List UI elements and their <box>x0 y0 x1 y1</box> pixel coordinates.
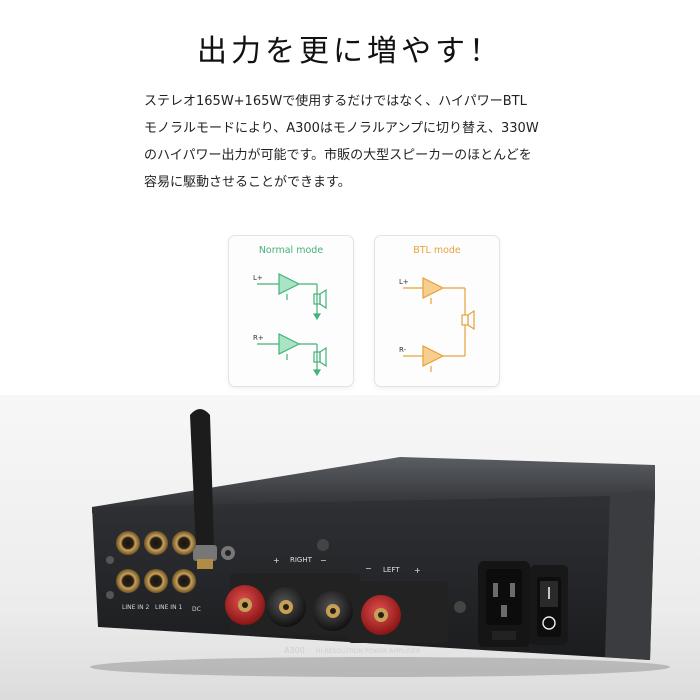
ground-icon <box>312 369 322 377</box>
amplifier-icon <box>278 273 301 295</box>
description-line: ステレオ165W+165Wで使用するだけではなく、ハイパワーBTL <box>144 94 527 109</box>
model-subtitle: HI-RESOLUTION POWER AMPLIFIER <box>316 648 420 655</box>
left-label: LEFT <box>383 566 400 574</box>
product-photo: LINE IN 2 LINE IN 1 DC + RIGHT − − LEFT … <box>0 395 700 700</box>
normal-mode-card: Normal mode L+ R+ <box>229 236 353 386</box>
normal-input-bottom-label: R+ <box>253 334 264 342</box>
description-line: モノラルモードにより、A300はモノラルアンプに切り替え、330W <box>144 121 539 136</box>
chassis-side <box>605 491 655 660</box>
btl-mode-diagram: L+ R- <box>399 277 475 372</box>
dc-jack-icon <box>225 550 231 556</box>
right-label: RIGHT <box>290 556 313 564</box>
power-socket-icon <box>478 561 530 647</box>
speaker-icon <box>461 314 469 326</box>
antenna-icon <box>190 409 217 569</box>
plus-label: + <box>273 556 280 565</box>
model-label: A300 <box>284 646 305 655</box>
shadow <box>90 657 670 677</box>
screw-icon <box>454 601 466 613</box>
btl-mode-title: BTL mode <box>413 245 461 256</box>
minus-label-left: − <box>365 564 372 573</box>
btl-mode-card: BTL mode L+ R- <box>375 236 499 386</box>
description-line: 容易に駆動させることができます。 <box>144 175 351 190</box>
speaker-icon <box>467 309 475 331</box>
description-line: のハイパワー出力が可能です。市販の大型スピーカーのほとんどを <box>144 148 532 163</box>
dc-label: DC <box>192 606 201 613</box>
btl-input-bottom-label: R- <box>399 346 407 354</box>
plus-label-left: + <box>414 566 421 575</box>
description: ステレオ165W+165Wで使用するだけではなく、ハイパワーBTL モノラルモー… <box>144 88 614 196</box>
line-in-1-label: LINE IN 1 <box>155 604 182 611</box>
normal-mode-title: Normal mode <box>258 245 324 256</box>
speaker-icon <box>319 346 327 368</box>
amplifier-icon <box>278 333 301 355</box>
ground-icon <box>312 313 322 321</box>
speaker-terminal-icon <box>225 573 448 643</box>
btl-input-top-label: L+ <box>399 278 409 286</box>
rca-jack-icon <box>106 531 196 599</box>
amplifier-icon <box>422 345 445 367</box>
normal-mode-diagram: L+ R+ <box>253 273 327 377</box>
minus-label: − <box>320 556 327 565</box>
page-title: 出力を更に増やす！ <box>197 34 503 69</box>
screw-icon <box>317 539 329 551</box>
power-switch-icon <box>530 565 568 645</box>
speaker-icon <box>319 288 327 310</box>
amplifier-rear-panel: LINE IN 2 LINE IN 1 DC + RIGHT − − LEFT … <box>90 409 670 677</box>
amplifier-icon <box>422 277 445 299</box>
normal-input-top-label: L+ <box>253 274 263 282</box>
line-in-2-label: LINE IN 2 <box>122 604 149 611</box>
